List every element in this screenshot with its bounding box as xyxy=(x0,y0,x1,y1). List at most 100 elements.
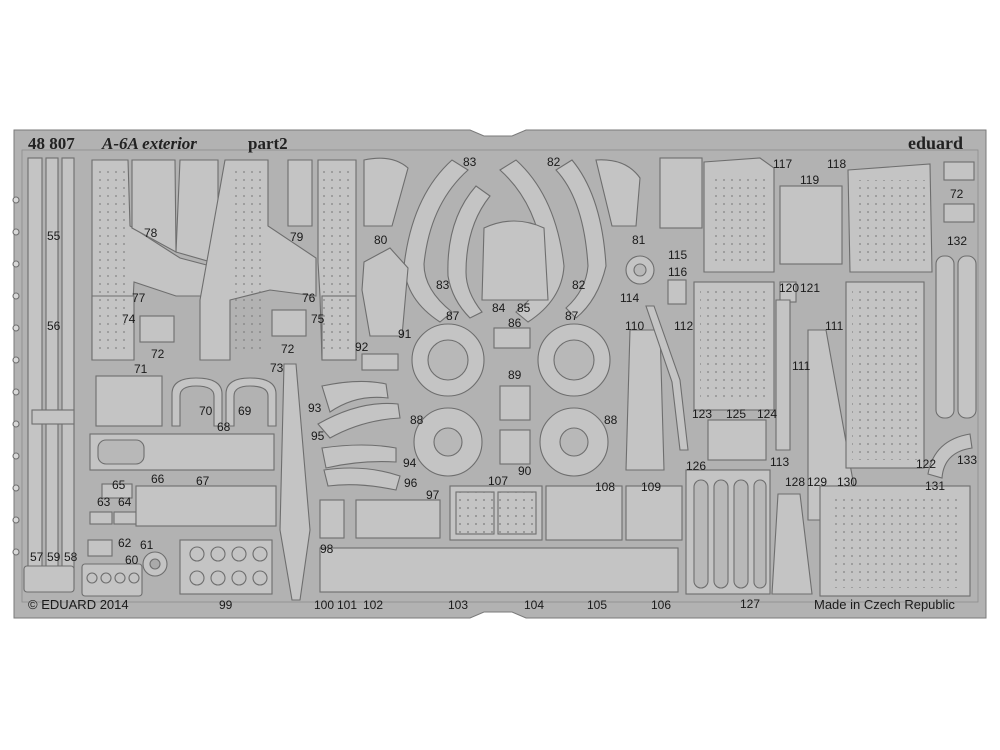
part-number: 91 xyxy=(398,327,412,341)
part-91 xyxy=(361,247,409,337)
part-number: 98 xyxy=(320,542,334,556)
part-number: 59 xyxy=(47,550,61,564)
part-number: 93 xyxy=(308,401,322,415)
part-number: 74 xyxy=(122,312,136,326)
part-number: 112 xyxy=(674,319,694,333)
part-number: 77 xyxy=(132,291,146,305)
part-133 xyxy=(927,433,973,479)
part-number: 125 xyxy=(726,407,747,421)
part-55-strip xyxy=(27,157,43,579)
part-88-flower-right xyxy=(539,407,609,477)
part-number: 104 xyxy=(524,598,545,612)
footer-origin: Made in Czech Republic xyxy=(814,597,955,612)
part-number: 76 xyxy=(302,291,316,305)
part-number: 87 xyxy=(565,309,579,323)
part-number: 70 xyxy=(199,404,213,418)
part-86 xyxy=(493,327,531,349)
part-number: 106 xyxy=(651,598,672,612)
part-number: 92 xyxy=(355,340,369,354)
part-number: 82 xyxy=(547,155,561,169)
part-72-right-b xyxy=(943,203,975,223)
header-title: A-6A exterior xyxy=(102,135,197,152)
part-number: 107 xyxy=(488,474,509,488)
part-110 xyxy=(625,329,665,471)
part-number: 113 xyxy=(770,455,790,469)
part-number: 61 xyxy=(140,538,154,552)
part-108 xyxy=(545,485,623,541)
part-number: 62 xyxy=(118,536,132,550)
part-number: 86 xyxy=(508,316,522,330)
part-132-strip-a xyxy=(935,255,955,419)
part-number: 87 xyxy=(446,309,460,323)
part-number: 102 xyxy=(363,598,384,612)
part-number: 128 xyxy=(785,475,806,489)
part-number: 111 xyxy=(792,359,811,373)
part-70-arch xyxy=(171,377,223,427)
part-132-strip-b xyxy=(957,255,977,419)
part-125 xyxy=(707,419,767,461)
part-116 xyxy=(667,279,687,305)
part-number: 65 xyxy=(112,478,126,492)
part-128-129 xyxy=(771,493,813,595)
part-67-row xyxy=(135,485,277,527)
part-92 xyxy=(361,353,399,371)
part-number: 126 xyxy=(686,459,707,473)
part-number: 66 xyxy=(151,472,165,486)
part-81-vent xyxy=(595,159,641,227)
part-number: 97 xyxy=(426,488,440,502)
part-97 xyxy=(355,499,441,539)
part-115 xyxy=(659,157,703,229)
part-112 xyxy=(645,305,689,451)
part-69-arch xyxy=(225,377,277,427)
part-56-strip xyxy=(45,157,59,579)
part-83-rib xyxy=(403,159,469,323)
part-number: 133 xyxy=(957,453,978,467)
part-60 xyxy=(81,563,143,597)
part-number: 80 xyxy=(374,233,388,247)
part-number: 56 xyxy=(47,319,61,333)
part-number: 99 xyxy=(219,598,233,612)
header-set-number: 48 807 xyxy=(28,134,75,153)
part-72-mid xyxy=(271,309,307,337)
part-66 xyxy=(101,483,133,499)
part-number: 90 xyxy=(518,464,532,478)
part-72-right-a xyxy=(943,161,975,181)
part-90 xyxy=(499,429,531,465)
part-number: 116 xyxy=(668,265,688,279)
part-number: 101 xyxy=(337,598,358,612)
part-62 xyxy=(87,539,113,557)
part-number: 117 xyxy=(773,157,793,171)
part-71 xyxy=(95,375,163,427)
part-number: 88 xyxy=(604,413,618,427)
part-number: 115 xyxy=(668,248,688,262)
part-number: 68 xyxy=(217,420,231,434)
part-number: 72 xyxy=(950,187,964,201)
part-number: 82 xyxy=(572,278,586,292)
part-119 xyxy=(779,185,843,265)
part-number: 55 xyxy=(47,229,61,243)
part-number: 118 xyxy=(827,157,847,171)
header-part: part2 xyxy=(248,134,288,153)
part-number: 85 xyxy=(517,301,531,315)
part-number: 88 xyxy=(410,413,424,427)
part-number: 96 xyxy=(404,476,418,490)
part-number: 89 xyxy=(508,368,522,382)
part-number: 100 xyxy=(314,598,335,612)
part-number: 84 xyxy=(492,301,506,315)
part-87-gear-left xyxy=(411,323,485,397)
part-79-panel xyxy=(287,159,313,227)
part-number: 83 xyxy=(436,278,450,292)
part-number: 75 xyxy=(311,312,325,326)
part-73-spar xyxy=(279,363,311,601)
part-number: 72 xyxy=(281,342,295,356)
part-82-rib xyxy=(499,159,565,323)
part-number: 122 xyxy=(916,457,937,471)
part-64 xyxy=(113,511,137,525)
part-number: 57 xyxy=(30,550,44,564)
header-title-text: A-6A exterior xyxy=(102,134,197,153)
part-89 xyxy=(499,385,531,421)
part-72-left xyxy=(139,315,175,343)
part-number: 123 xyxy=(692,407,713,421)
part-number: 132 xyxy=(947,234,968,248)
part-109 xyxy=(625,485,683,541)
